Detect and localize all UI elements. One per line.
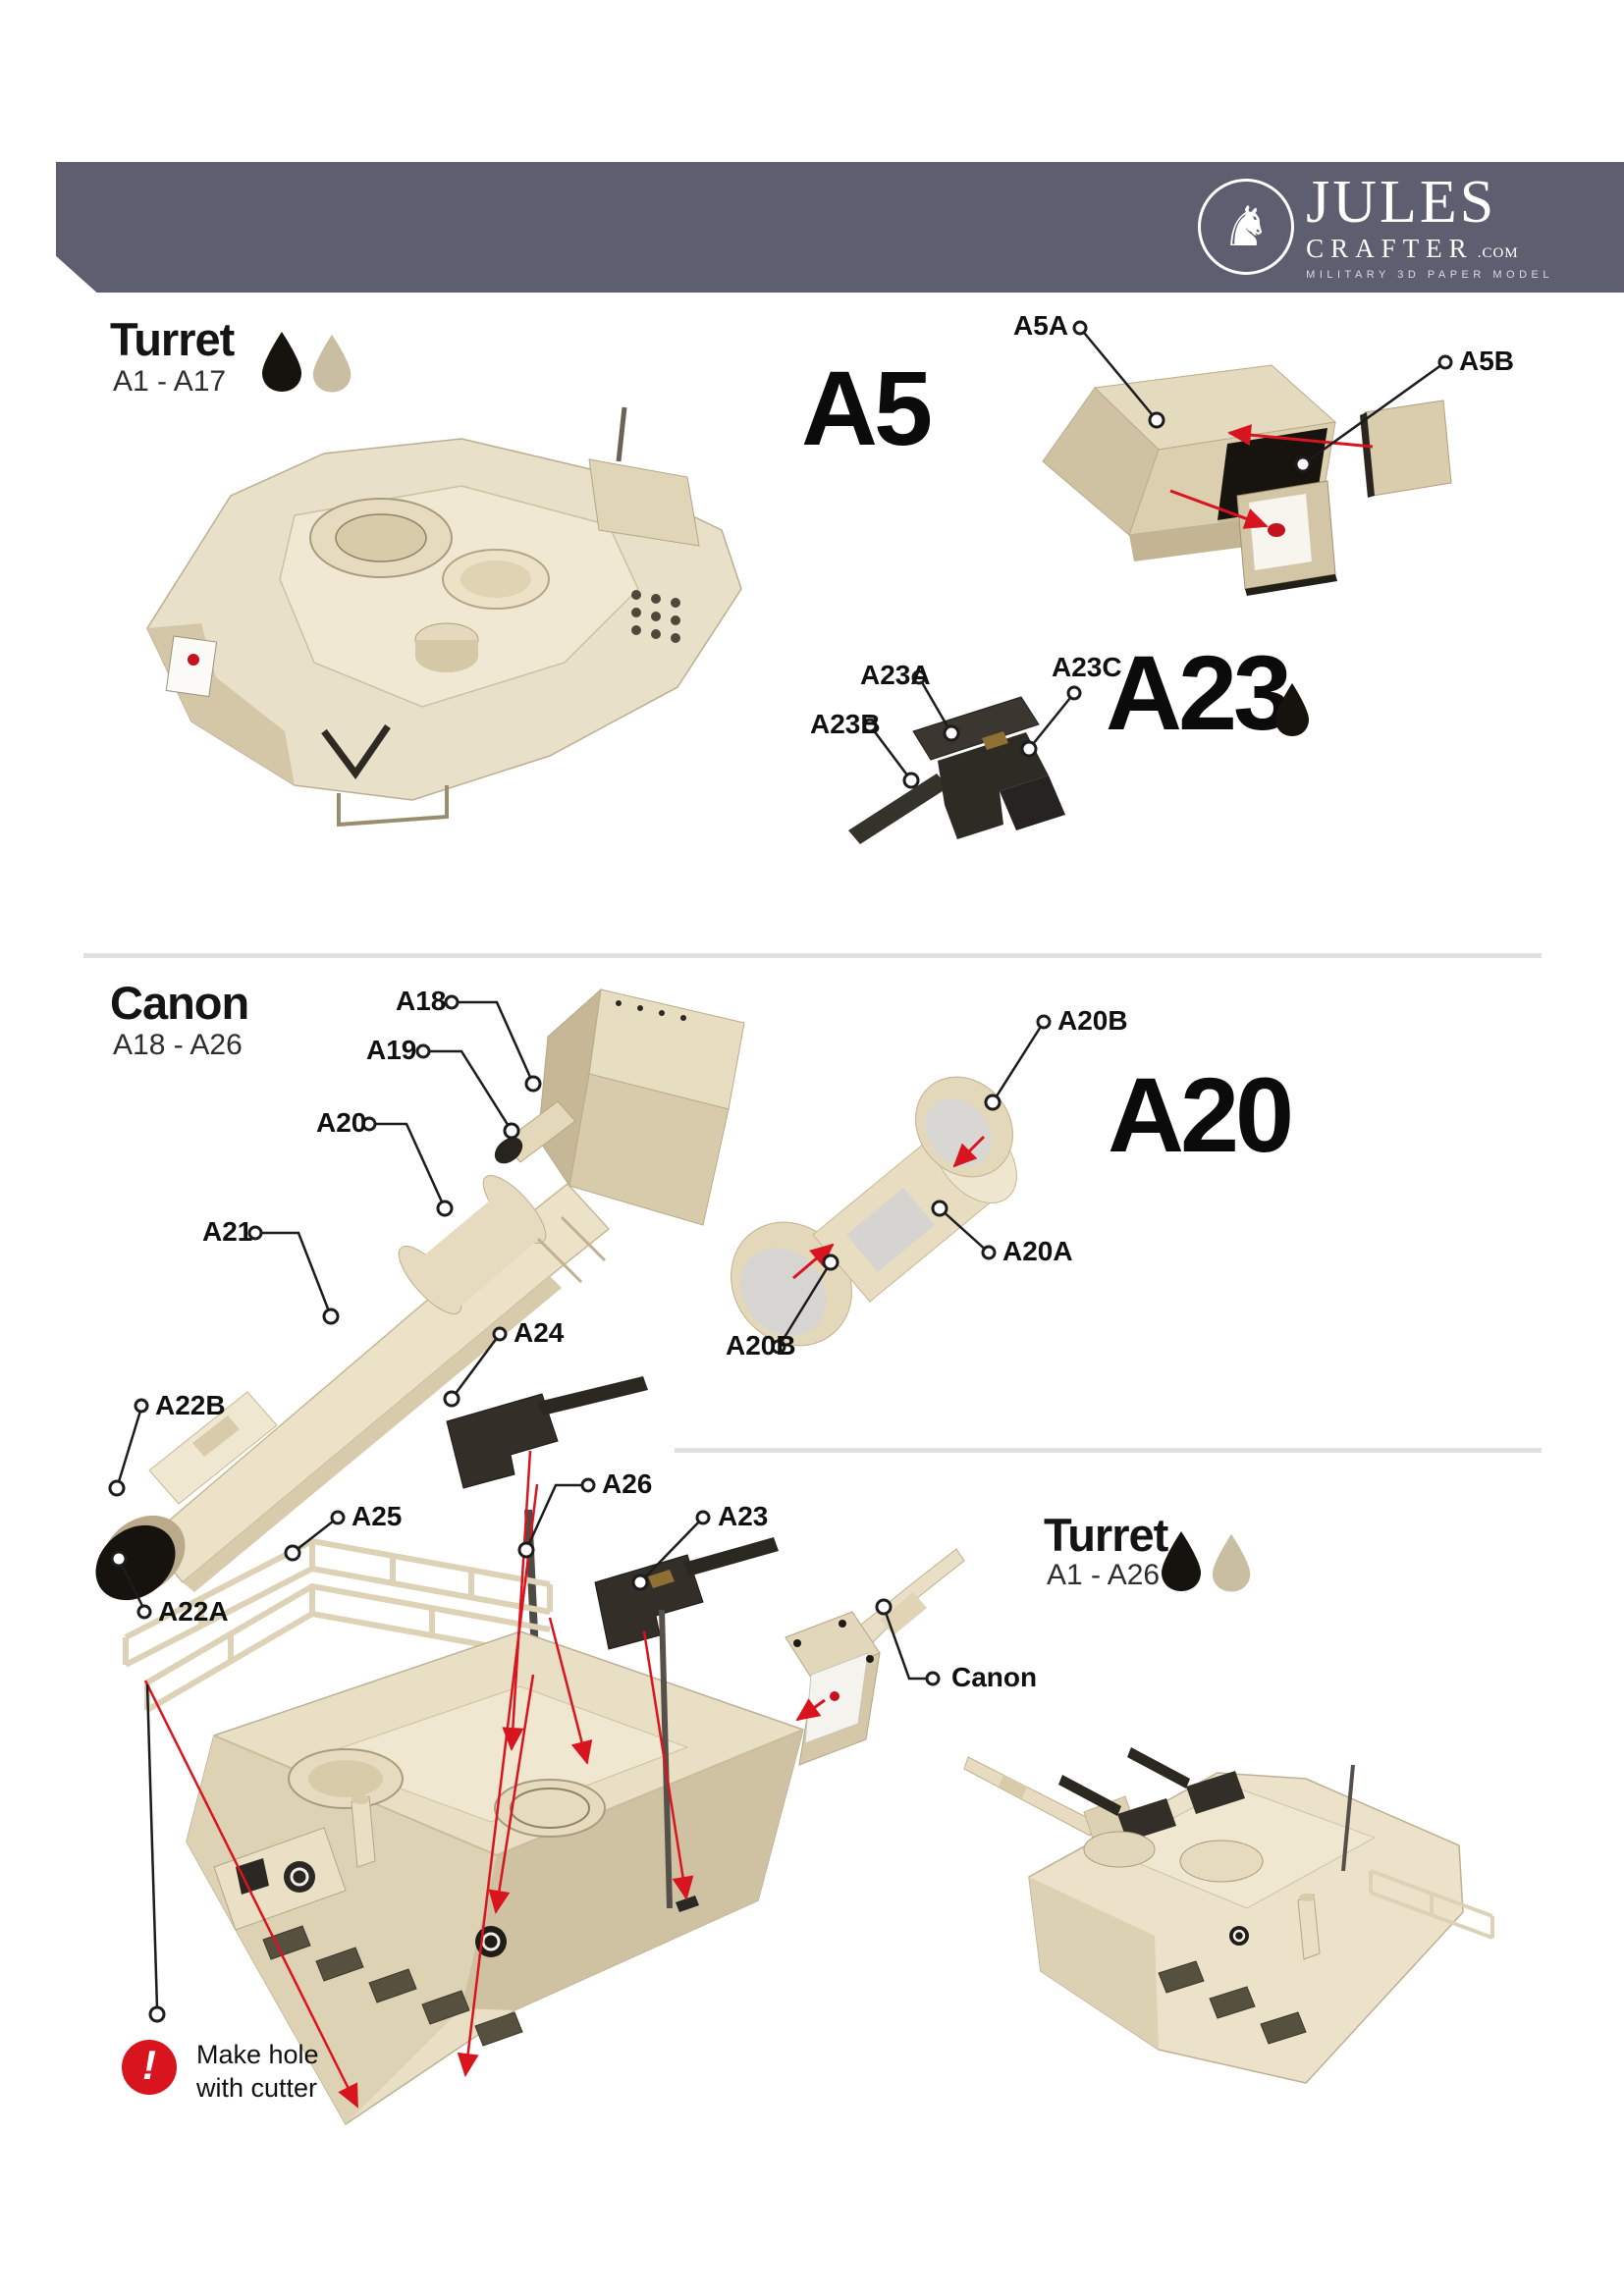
part-number-a5: A5 <box>801 348 933 467</box>
warning-text-line2: with cutter <box>196 2073 318 2103</box>
paint-drop-icon-a23 <box>1275 683 1309 736</box>
callout-a22b: A22B <box>155 1390 226 1420</box>
callout-a22a: A22A <box>158 1596 229 1627</box>
callout-canon: Canon <box>951 1662 1038 1692</box>
part-number-a23: A23 <box>1106 633 1292 752</box>
knight-logo-icon: ♞ <box>1198 179 1295 276</box>
leader-dots <box>108 320 1453 2023</box>
callout-a23a: A23A <box>860 660 931 690</box>
final-tank-render <box>963 1747 1494 2084</box>
callout-a21: A21 <box>202 1216 253 1247</box>
brand-crafter: CRAFTER <box>1306 233 1474 263</box>
brand-domain: .COM <box>1477 244 1519 261</box>
warning-text-line1: Make hole <box>196 2040 319 2069</box>
callout-a24: A24 <box>514 1317 565 1348</box>
turret2-title: Turret <box>1044 1509 1168 1561</box>
callout-a18: A18 <box>396 986 447 1016</box>
a20-render <box>731 1076 1017 1347</box>
paint-drop-icons-1 <box>262 332 352 393</box>
a5-render <box>1042 364 1452 596</box>
callout-a5b: A5B <box>1459 346 1515 376</box>
callout-a19: A19 <box>366 1035 417 1065</box>
callout-a20a: A20A <box>1002 1236 1073 1266</box>
brand-sub-name: CRAFTER.COM <box>1306 234 1553 264</box>
brand-logo: ♞ JULES CRAFTER.COM MILITARY 3D PAPER MO… <box>1198 169 1553 281</box>
assembly-arrows <box>143 1450 694 2109</box>
callout-a23c: A23C <box>1052 652 1122 682</box>
paint-drop-icons-2 <box>1162 1531 1251 1592</box>
canon-render <box>95 988 779 1676</box>
section-divider-1 <box>83 953 1542 958</box>
turret1-title: Turret <box>110 313 235 365</box>
brand-text: JULES CRAFTER.COM MILITARY 3D PAPER MODE… <box>1306 169 1553 281</box>
warning-exclamation: ! <box>142 2042 156 2088</box>
callout-a26: A26 <box>602 1468 653 1499</box>
callout-a20b-top: A20B <box>1057 1005 1128 1036</box>
brand-name: JULES <box>1306 169 1497 236</box>
turret2-range: A1 - A26 <box>1047 1559 1161 1591</box>
callout-a20b-bottom: A20B <box>726 1330 796 1361</box>
callout-a23b: A23B <box>810 709 881 739</box>
canon-range: A18 - A26 <box>113 1029 243 1061</box>
callout-a25: A25 <box>352 1501 403 1531</box>
turret-top-render <box>146 406 742 828</box>
warning-icon: ! <box>122 2040 177 2095</box>
a23-render <box>848 696 1065 844</box>
canon-title: Canon <box>110 977 249 1029</box>
canon-assembly-render <box>785 1548 965 1766</box>
turret1-range: A1 - A17 <box>113 365 227 398</box>
callout-a23-canon: A23 <box>718 1501 769 1531</box>
turret-assembly-render <box>123 1537 804 2126</box>
header-band: ♞ JULES CRAFTER.COM MILITARY 3D PAPER MO… <box>56 162 1624 293</box>
section-divider-2 <box>675 1448 1542 1453</box>
part-number-a20: A20 <box>1108 1055 1294 1174</box>
callout-a5a: A5A <box>1013 310 1069 341</box>
callout-a20: A20 <box>316 1107 367 1138</box>
leader-lines <box>115 327 1446 2009</box>
brand-tagline: MILITARY 3D PAPER MODEL <box>1306 268 1553 281</box>
